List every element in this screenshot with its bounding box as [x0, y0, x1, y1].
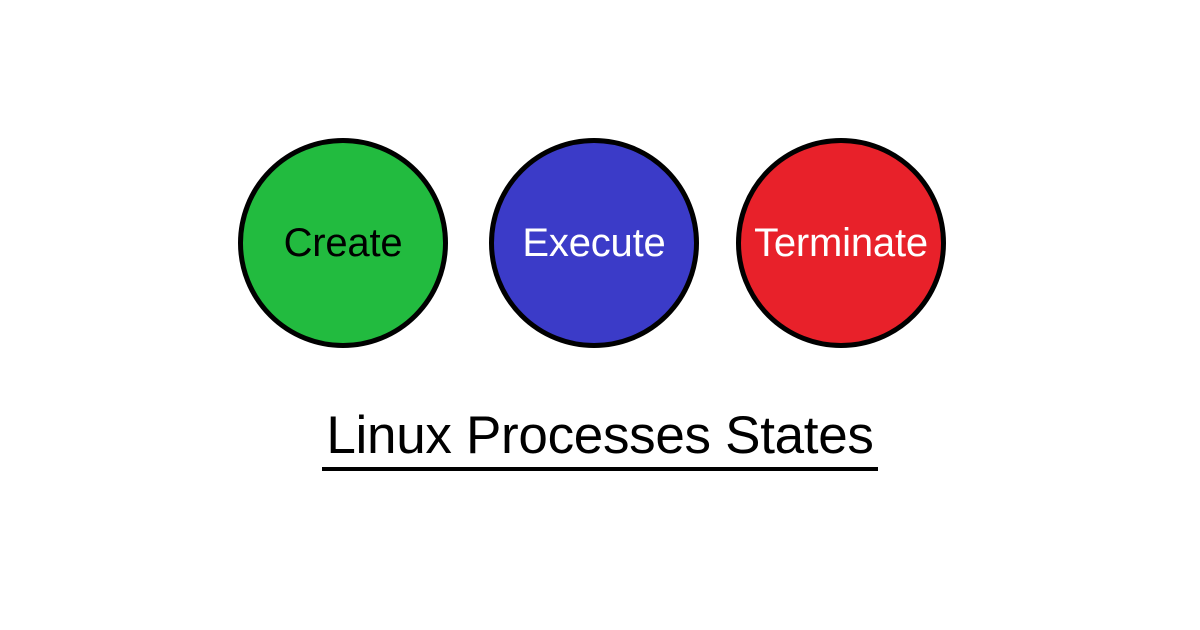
diagram-caption-container: Linux Processes States — [0, 408, 1200, 471]
state-node-execute-label: Execute — [522, 221, 666, 265]
state-node-terminate[interactable]: Terminate — [736, 138, 946, 348]
state-node-terminate-label: Terminate — [754, 221, 928, 265]
diagram-caption: Linux Processes States — [322, 408, 878, 471]
state-node-create-label: Create — [283, 221, 403, 265]
state-node-execute[interactable]: Execute — [489, 138, 699, 348]
process-states-row: Create Execute Terminate — [0, 138, 1200, 350]
state-node-create[interactable]: Create — [238, 138, 448, 348]
